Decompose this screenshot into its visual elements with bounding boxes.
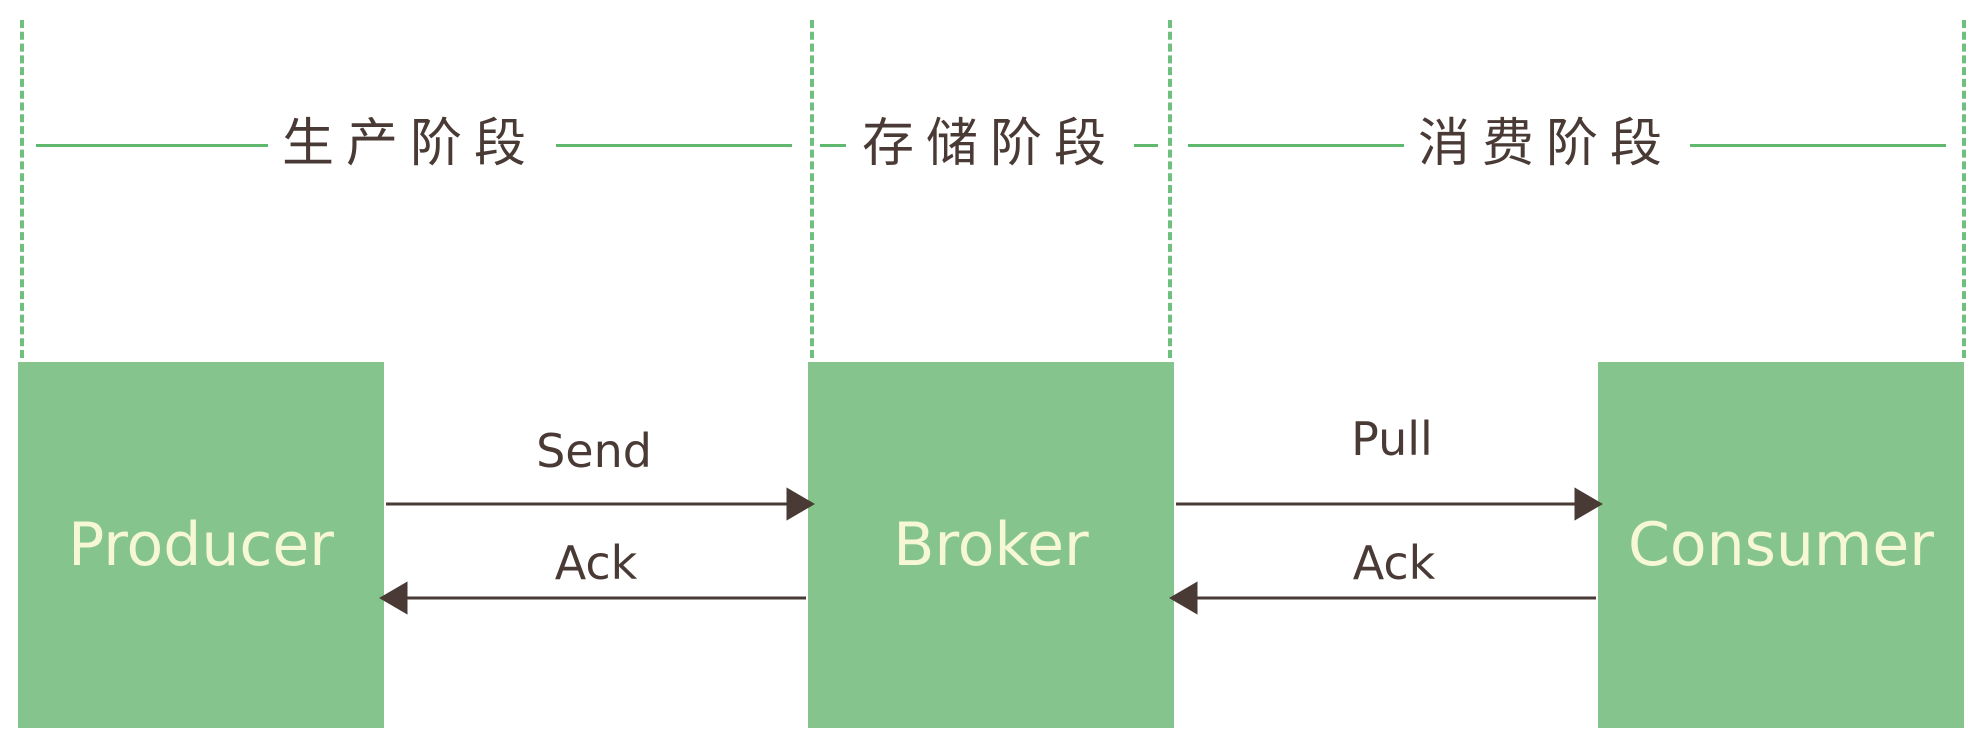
pull-arrowhead [1574,487,1603,521]
send-label: Send [536,424,652,478]
stage-line-storage-left [820,144,846,147]
ack-label-consumer: Ack [1352,536,1436,590]
stage-line-consumption-right [1690,144,1946,147]
stage-label-storage: 存储阶段 [862,114,1119,174]
divider-right [1962,20,1966,358]
broker-node: Broker [808,362,1174,728]
send-arrowhead [786,487,815,521]
ack-producer-arrowhead [379,581,408,615]
consumer-label: Consumer [1628,510,1934,580]
pull-label: Pull [1351,412,1433,466]
divider-left [20,20,24,358]
ack-label-producer: Ack [554,536,638,590]
broker-label: Broker [893,510,1089,580]
consumer-node: Consumer [1598,362,1964,728]
stage-line-consumption-left [1188,144,1404,147]
divider-broker-consumer [1168,20,1172,358]
ack-broker-arrowhead [1169,581,1198,615]
stage-label-consumption: 消费阶段 [1418,114,1675,174]
stage-line-production-right [556,144,792,147]
producer-node: Producer [18,362,384,728]
divider-producer-broker [810,20,814,358]
stage-label-production: 生产阶段 [282,114,539,174]
stage-line-storage-right [1134,144,1158,147]
stage-line-production-left [36,144,268,147]
producer-label: Producer [68,510,334,580]
